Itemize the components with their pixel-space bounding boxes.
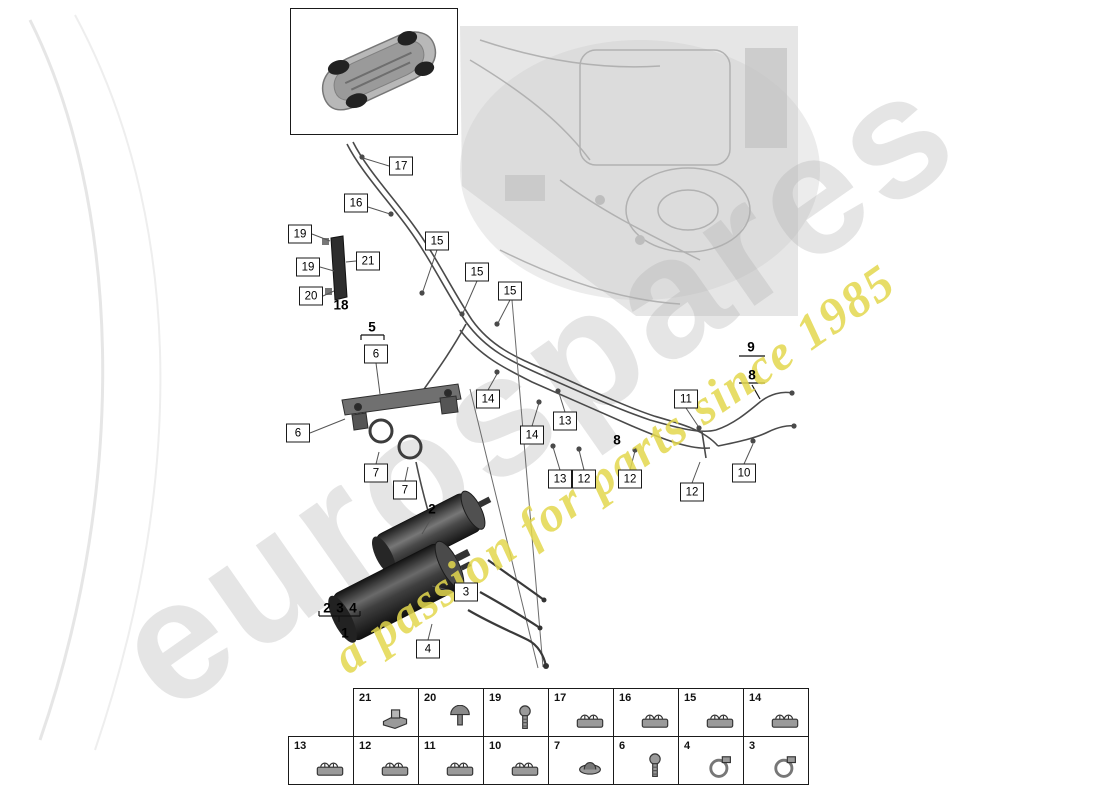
part-callout-2[interactable]: 2 xyxy=(323,600,331,616)
part-callout-18[interactable]: 18 xyxy=(333,297,349,313)
part-callout-15[interactable]: 15 xyxy=(425,231,449,251)
part-callout-5[interactable]: 5 xyxy=(368,319,376,335)
part-callout-1[interactable]: 1 xyxy=(341,625,349,641)
car-overview-thumbnail[interactable] xyxy=(290,8,458,135)
legend-part-number: 10 xyxy=(489,740,502,752)
legend-part-number: 14 xyxy=(749,692,762,704)
part-callout-12[interactable]: 12 xyxy=(680,482,704,502)
part-callout-8[interactable]: 8 xyxy=(748,367,756,383)
part-callout-15[interactable]: 15 xyxy=(465,262,489,282)
part-callout-14[interactable]: 14 xyxy=(520,425,544,445)
legend-cell-6[interactable]: 6 xyxy=(613,736,679,785)
legend-cell-20[interactable]: 20 xyxy=(418,688,484,737)
legend-cell-3[interactable]: 3 xyxy=(743,736,809,785)
legend-cell-16[interactable]: 16 xyxy=(613,688,679,737)
part-callout-20[interactable]: 20 xyxy=(299,286,323,306)
clip-icon xyxy=(381,762,409,776)
clamp-icon xyxy=(774,755,797,778)
callout-leader-lines xyxy=(309,157,754,641)
part-callout-13[interactable]: 13 xyxy=(553,411,577,431)
legend-part-number: 20 xyxy=(424,692,437,704)
mounting-bracket-assembly xyxy=(341,383,462,460)
rivet-icon xyxy=(450,705,470,726)
part-callout-4[interactable]: 4 xyxy=(416,639,440,659)
clamp-icon xyxy=(709,755,732,778)
screw-icon xyxy=(519,705,531,729)
legend-cell-13[interactable]: 13 xyxy=(288,736,354,785)
part-callout-14[interactable]: 14 xyxy=(476,389,500,409)
clip-icon xyxy=(641,714,669,728)
part-callout-11[interactable]: 11 xyxy=(674,389,698,409)
clip-icon xyxy=(511,762,539,776)
legend-cell-17[interactable]: 17 xyxy=(548,688,614,737)
part-callout-13[interactable]: 13 xyxy=(548,469,572,489)
legend-part-number: 12 xyxy=(359,740,372,752)
retaining-bracket-18 xyxy=(322,235,348,301)
legend-part-number: 15 xyxy=(684,692,697,704)
line-clips xyxy=(359,154,797,453)
part-callout-6[interactable]: 6 xyxy=(286,423,310,443)
part-callout-15[interactable]: 15 xyxy=(498,281,522,301)
part-callout-3[interactable]: 3 xyxy=(336,600,344,616)
part-callout-9[interactable]: 9 xyxy=(747,339,755,355)
part-callout-17[interactable]: 17 xyxy=(389,156,413,176)
legend-part-number: 16 xyxy=(619,692,632,704)
legend-part-number: 21 xyxy=(359,692,372,704)
legend-part-number: 6 xyxy=(619,740,626,752)
part-callout-12[interactable]: 12 xyxy=(572,469,596,489)
fastener-legend: 21 20 19 17 16 15 14 13 12 11 10 7 6 4 3 xyxy=(288,688,809,785)
legend-part-number: 17 xyxy=(554,692,567,704)
legend-cell-10[interactable]: 10 xyxy=(483,736,549,785)
part-callout-8[interactable]: 8 xyxy=(613,432,621,448)
pointer-triangle-lines xyxy=(469,299,544,669)
legend-cell-11[interactable]: 11 xyxy=(418,736,484,785)
car-underside-illustration xyxy=(321,31,437,111)
part-callout-4[interactable]: 4 xyxy=(349,600,357,616)
clip-icon xyxy=(576,714,604,728)
part-callout-21[interactable]: 21 xyxy=(356,251,380,271)
clip-icon xyxy=(771,714,799,728)
clip-icon xyxy=(316,762,344,776)
clip-icon xyxy=(706,714,734,728)
legend-cell-7[interactable]: 7 xyxy=(548,736,614,785)
part-callout-2[interactable]: 2 xyxy=(428,501,436,517)
part-callout-19[interactable]: 19 xyxy=(296,257,320,277)
legend-cell-14[interactable]: 14 xyxy=(743,688,809,737)
legend-part-number: 4 xyxy=(684,740,691,752)
part-callout-10[interactable]: 10 xyxy=(732,463,756,483)
legend-part-number: 19 xyxy=(489,692,502,704)
background-swoosh xyxy=(28,14,162,751)
legend-part-number: 7 xyxy=(554,740,561,752)
part-callout-6[interactable]: 6 xyxy=(364,344,388,364)
grommet-icon xyxy=(579,761,601,775)
legend-cell-15[interactable]: 15 xyxy=(678,688,744,737)
legend-cell-19[interactable]: 19 xyxy=(483,688,549,737)
bracket-icon xyxy=(382,709,408,729)
legend-cell-4[interactable]: 4 xyxy=(678,736,744,785)
legend-cell-12[interactable]: 12 xyxy=(353,736,419,785)
part-callout-3[interactable]: 3 xyxy=(454,582,478,602)
part-callout-19[interactable]: 19 xyxy=(288,224,312,244)
group-bracket-lines xyxy=(318,334,765,622)
legend-part-number: 3 xyxy=(749,740,756,752)
part-callout-12[interactable]: 12 xyxy=(618,469,642,489)
screw-icon xyxy=(649,753,661,777)
underbody-photo xyxy=(460,26,820,316)
part-callout-7[interactable]: 7 xyxy=(393,480,417,500)
part-callout-7[interactable]: 7 xyxy=(364,463,388,483)
legend-part-number: 13 xyxy=(294,740,307,752)
clip-icon xyxy=(446,762,474,776)
legend-row: 21 20 19 17 16 15 14 xyxy=(353,688,809,737)
fuel-filter-assembly xyxy=(328,490,549,669)
legend-part-number: 11 xyxy=(424,740,436,752)
legend-row: 13 12 11 10 7 6 4 3 xyxy=(288,736,809,785)
legend-cell-21[interactable]: 21 xyxy=(353,688,419,737)
part-callout-16[interactable]: 16 xyxy=(344,193,368,213)
